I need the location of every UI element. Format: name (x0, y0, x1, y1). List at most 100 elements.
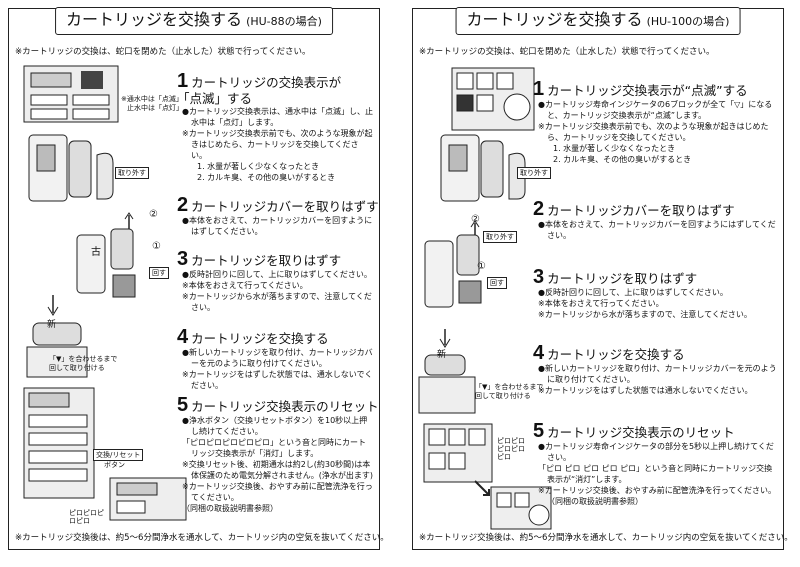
beep-label: ピロピロピロピロ (69, 509, 104, 525)
model-label: (HU-88の場合) (246, 15, 322, 28)
step-title: カートリッジを交換する (547, 347, 685, 362)
top-note: ※カートリッジの交換は、蛇口を閉めた（止水した）状態で行ってください。 (419, 47, 715, 57)
cartridge-removal-illustration (424, 221, 482, 308)
step-list-item: 1. 水量が著しく少なくなったとき (553, 144, 676, 153)
step-number: 2 (177, 194, 189, 216)
instruction-panel-hu100: カートリッジを交換する(HU-100の場合) ※カートリッジの交換は、蛇口を閉め… (412, 7, 793, 550)
step-number: 5 (533, 420, 545, 442)
step-text: ●本体をおさえて、カートリッジカバーを回すようにはずしてください。 (538, 220, 776, 240)
step-text: ※本体をおさえて行ってください。 (538, 299, 664, 308)
reset-result-illustration (109, 477, 187, 521)
step-number: 4 (533, 342, 545, 364)
display-note-2: 止水中は「点灯」 (127, 104, 183, 112)
step-text: ●カートリッジ寿命インジケータの部分を5秒以上押し続けてください。 (538, 442, 774, 462)
unit-illustration-1 (440, 134, 526, 202)
step-text: ※本体をおさえて行ってください。 (182, 281, 308, 290)
step-number: 3 (177, 248, 189, 270)
step-text: ※カートリッジ交換表示前でも、次のような現象が起きはじめたら、カートリッジを交換… (182, 129, 373, 160)
panel-title: カートリッジを交換する(HU-88の場合) (55, 7, 333, 35)
reset-panel-illustration (23, 387, 95, 499)
cartridge-install-illustration (26, 295, 88, 378)
align-note-1: 「▼」を合わせるまで (49, 355, 118, 363)
step-title: カートリッジ交換表示のリセット (547, 425, 735, 440)
title-text: カートリッジを交換する (466, 10, 643, 29)
turn-tag: 回す (487, 277, 507, 289)
step-text: ●本体をおさえて、カートリッジカバーを回すようにはずしてください。 (182, 216, 373, 236)
step-text: ※交換リセット後、初期通水は約2し(約30秒間)は本体保護のため電気分解されませ… (182, 460, 373, 480)
step-text: ●反時計回りに回して、上に取りはずしてください。 (182, 270, 372, 279)
step-title: カートリッジカバーを取りはずす (191, 199, 379, 214)
step-list-item: 2. カルキ臭、その他の臭いがするとき (197, 173, 336, 182)
step-text: ※カートリッジ交換表示前でも、次のような現象が起きはじめたら、カートリッジを交換… (538, 122, 769, 142)
step-text: 「ピロ ピロ ピロ ピロ ピロ」という音と同時にカートリッジ交換表示が“消灯”し… (538, 464, 773, 484)
cartridge-install-illustration (418, 329, 476, 414)
step-text: ※カートリッジ交換後、おやすみ前に配管洗浄を行ってください。 (182, 482, 373, 502)
step-list-item: 1. 水量が著しく少なくなったとき (197, 162, 320, 171)
step-title: カートリッジカバーを取りはずす (547, 203, 735, 218)
step-text: 「ピロピロピロピロピロ」という音と同時にカートリッジ交換表示が「消灯」します。 (182, 438, 366, 458)
step-text: ※カートリッジ交換後、おやすみ前に配管洗浄を行ってください。（同梱の取扱説明書参… (538, 486, 777, 506)
step-list-item: 2. カルキ臭、その他の臭いがするとき (553, 155, 692, 164)
remove-tag-2: 取り外す (483, 231, 517, 243)
indicator-illustration (451, 67, 535, 131)
reset-indicator-illustration (423, 423, 493, 483)
step-text: ※カートリッジをはずした状態では通水しないでください。 (538, 386, 753, 395)
cartridge-removal-illustration (76, 212, 136, 298)
step-number: 1 (533, 78, 545, 100)
rotate-step-1: ① (152, 241, 161, 252)
step-title: カートリッジ交換表示が“点滅”する (547, 83, 748, 98)
step-number: 5 (177, 394, 189, 416)
display-note-1: ※通水中は「点滅」 (121, 95, 183, 103)
model-label: (HU-100の場合) (646, 15, 730, 28)
align-note-2: 回して取り付ける (475, 392, 531, 400)
step-text: ※カートリッジから水が落ちますので、注意してください。 (182, 292, 372, 312)
rotate-step-1: ① (477, 261, 486, 272)
new-cartridge-label: 新 (47, 320, 57, 330)
align-note-1: 「▼」を合わせるまで (475, 383, 544, 391)
step-number: 4 (177, 326, 189, 348)
step-text: ●反時計回りに回して、上に取りはずしてください。 (538, 288, 728, 297)
panel-title: カートリッジを交換する(HU-100の場合) (455, 7, 741, 35)
step-text: ●新しいカートリッジを取り付け、カートリッジカバーを元のように取り付けてください… (538, 364, 777, 384)
step-text: ※カートリッジから水が落ちますので、注意してください。 (538, 310, 752, 319)
step-text: ●カートリッジ寿命インジケータの6ブロックが全て「▽」になると、カートリッジ交換… (538, 100, 773, 120)
step-text: ●浄水ボタン（交換リセットボタン）を10秒以上押し続けてください。 (182, 416, 368, 436)
step-text: ※カートリッジをはずした状態では、通水しないでください。 (182, 370, 373, 390)
new-cartridge-label: 新 (437, 350, 447, 360)
rotate-step-2: ② (471, 214, 480, 225)
control-panel-illustration (23, 65, 119, 123)
step-text: （同梱の取扱説明書参照） (182, 504, 278, 513)
step-title: カートリッジを取りはずす (191, 253, 342, 268)
reset-result-illustration (474, 480, 552, 530)
bottom-note: ※カートリッジ交換後は、約5～6分間浄水を通水して、カートリッジ内の空気を抜いて… (419, 533, 793, 543)
step-number: 1 (177, 70, 189, 92)
step-title: カートリッジを交換する (191, 331, 329, 346)
step-title-cont: 「点滅」する (177, 91, 253, 106)
step-title: カートリッジ交換表示のリセット (191, 399, 379, 414)
instruction-panel-hu88: カートリッジを交換する(HU-88の場合) ※カートリッジの交換は、蛇口を閉めた… (8, 7, 389, 550)
remove-tag: 取り外す (115, 167, 149, 179)
step-number: 2 (533, 198, 545, 220)
step-text: ●新しいカートリッジを取り付け、カートリッジカバーを元のように取り付けてください… (182, 348, 373, 368)
remove-tag: 取り外す (517, 167, 551, 179)
reset-button-label-2: ボタン (104, 461, 125, 469)
step-title: カートリッジの交換表示が (191, 75, 342, 90)
unit-illustration-1 (28, 134, 114, 202)
old-cartridge-label: 古 (91, 247, 101, 258)
step-number: 3 (533, 266, 545, 288)
beep-label: ピロピロピロピロピロ (497, 437, 525, 461)
rotate-step-2: ② (149, 209, 158, 220)
reset-button-label-1: 交換/リセット (93, 449, 144, 461)
bottom-note: ※カートリッジ交換後は、約5～6分間浄水を通水して、カートリッジ内の空気を抜いて… (15, 533, 389, 543)
title-text: カートリッジを交換する (66, 10, 243, 29)
